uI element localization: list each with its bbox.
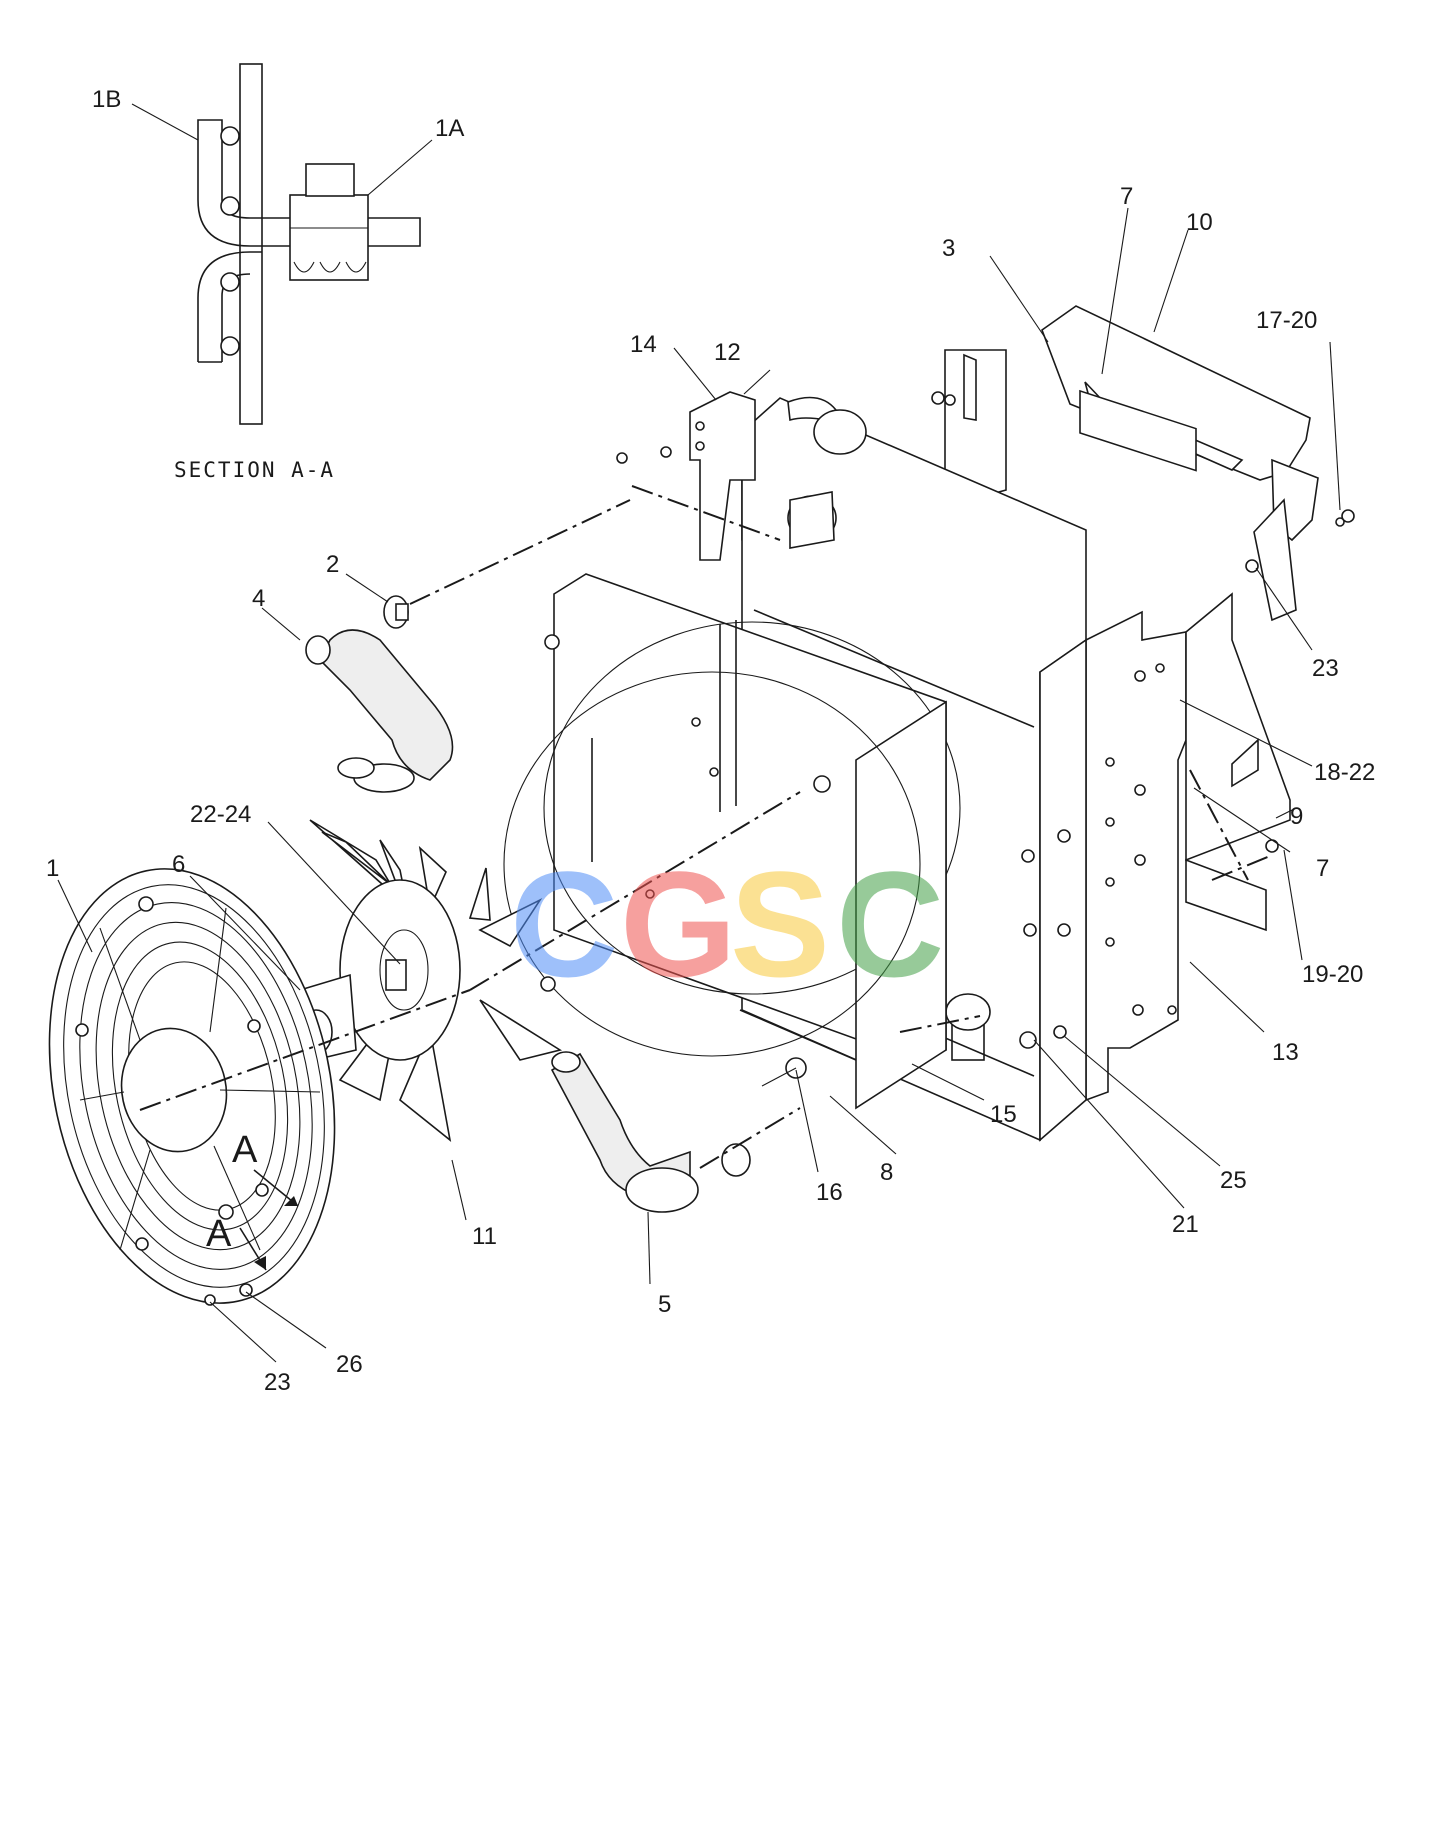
callout-12: 12 (714, 339, 741, 366)
view-marker-a-upper: A (232, 1129, 258, 1171)
lower-hose-5 (550, 1051, 751, 1213)
callout-11: 11 (472, 1223, 497, 1250)
watermark-letter-g: G (620, 840, 737, 1008)
clamp-2 (383, 595, 409, 629)
leader-lines (57, 207, 1341, 1363)
callout-13: 13 (1272, 1039, 1299, 1066)
bracket-14 (689, 391, 756, 561)
callout-labels: 1 2 3 4 5 6 7 7 8 9 10 11 12 13 14 15 16… (46, 183, 1375, 1396)
bracket-13 (1039, 610, 1187, 1142)
bracket-9 (1185, 592, 1291, 932)
section-title: SECTION A-A (174, 458, 335, 482)
watermark-letter-c2: C (836, 840, 944, 1008)
callout-9: 9 (1290, 803, 1303, 830)
fan-shroud (503, 573, 961, 1110)
callout-7-top: 7 (1120, 183, 1133, 210)
callout-19-20: 19-20 (1302, 961, 1363, 988)
label-1b: 1B (92, 86, 121, 113)
callout-22-24: 22-24 (190, 801, 251, 828)
callout-18-22: 18-22 (1314, 759, 1375, 786)
watermark-logo: C G S C (510, 840, 944, 1008)
callout-3: 3 (942, 235, 955, 262)
callout-6: 6 (172, 851, 185, 878)
callout-14: 14 (630, 331, 657, 358)
callout-23-bottom: 23 (264, 1369, 291, 1396)
label-1a: 1A (435, 115, 464, 142)
callout-1: 1 (46, 855, 59, 882)
fan-guard-1 (48, 868, 336, 1304)
watermark-letter-c1: C (510, 840, 618, 1008)
callout-2: 2 (326, 551, 339, 578)
callout-4: 4 (252, 585, 265, 612)
callout-21: 21 (1172, 1211, 1199, 1238)
upper-hose-4 (305, 629, 454, 793)
callout-23-right: 23 (1312, 655, 1339, 682)
callout-25: 25 (1220, 1167, 1247, 1194)
fan-blade-11 (309, 819, 563, 1142)
view-arrows: A A (206, 1129, 299, 1271)
view-marker-a-lower: A (206, 1213, 232, 1255)
callout-7-right: 7 (1316, 855, 1329, 882)
callout-17-20: 17-20 (1256, 307, 1317, 334)
top-cover (931, 305, 1319, 622)
callout-5: 5 (658, 1291, 671, 1318)
callout-10: 10 (1186, 209, 1213, 236)
explode-lines (139, 485, 1271, 1169)
callout-26: 26 (336, 1351, 363, 1378)
callout-16: 16 (816, 1179, 843, 1206)
callout-15: 15 (990, 1101, 1017, 1128)
callout-8: 8 (880, 1159, 893, 1186)
section-a-a-detail: 1B 1A SECTION A-A (92, 63, 464, 482)
watermark-letter-s: S (730, 840, 830, 1008)
